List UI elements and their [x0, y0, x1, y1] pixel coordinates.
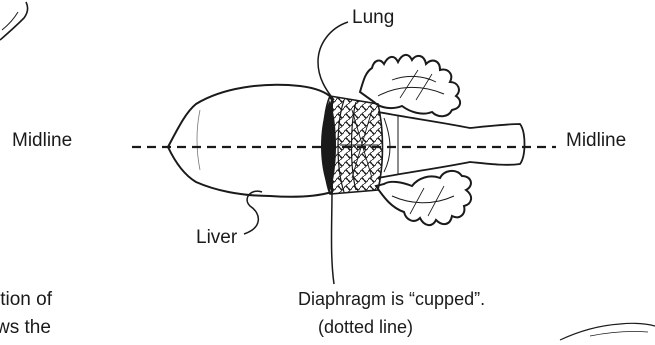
- cropped-text-line-1: ition of: [0, 290, 52, 311]
- midline-left-label: Midline: [12, 131, 72, 152]
- cropped-text-line-2: ws the: [0, 318, 51, 339]
- lower-lung-lobe: [376, 171, 471, 225]
- corner-scribble: [0, 2, 28, 40]
- liver-outline: [168, 85, 332, 197]
- liver-leader-line: [244, 191, 262, 234]
- trachea-outline: [378, 112, 525, 178]
- midline-right-label: Midline: [566, 131, 626, 152]
- liver-label: Liver: [196, 228, 237, 249]
- dotted-line-label: (dotted line): [318, 318, 413, 338]
- lung-leader-line: [318, 22, 348, 100]
- lung-label: Lung: [352, 8, 394, 29]
- diaphragm-leader-line: [332, 192, 335, 284]
- diaphragm-label: Diaphragm is “cupped”.: [298, 290, 485, 310]
